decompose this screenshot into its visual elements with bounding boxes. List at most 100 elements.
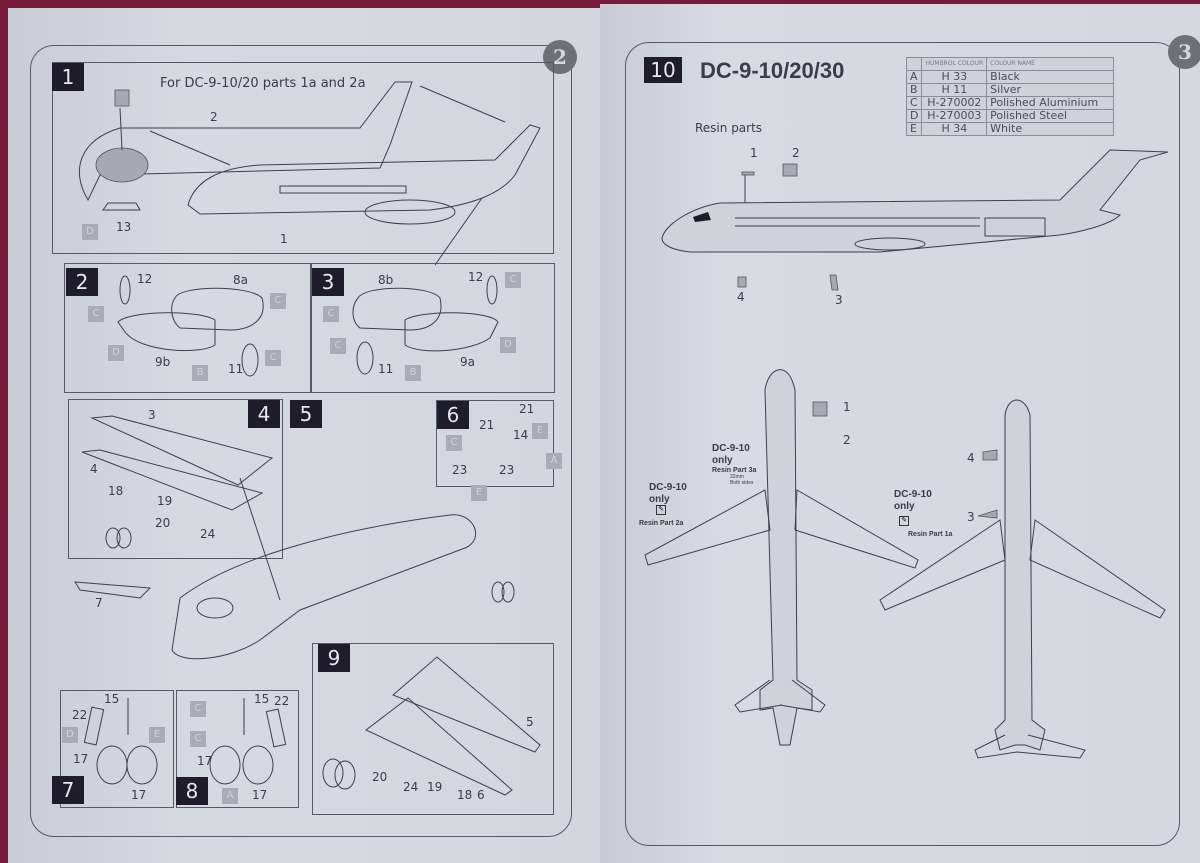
- window-row: [279, 185, 407, 194]
- part-label: 1: [843, 400, 851, 414]
- part-label: 11: [378, 362, 394, 376]
- steps-2-3-diagram: [117, 275, 499, 377]
- part-label: 3: [967, 510, 975, 524]
- page-frame-right: [625, 42, 1180, 846]
- colour-code-badge: D: [108, 345, 124, 361]
- part-label: 17: [131, 788, 147, 802]
- steps-7-8-diagram: [83, 698, 287, 785]
- colour-code-badge: C: [190, 701, 206, 717]
- resin-part-2a-label: Resin Part 2a: [639, 520, 684, 527]
- lock-icon: [114, 89, 130, 107]
- part-label: 15: [104, 692, 120, 706]
- step-2-number: 2: [66, 268, 98, 296]
- part-label: 21: [479, 418, 495, 432]
- part-label: 18: [457, 788, 473, 802]
- part-label: 13: [116, 220, 132, 234]
- part-label: 24: [200, 527, 216, 541]
- resin-part-3a-label: Resin Part 3a: [712, 467, 757, 474]
- step-8-number: 8: [176, 777, 208, 805]
- fuselage-upper-part-2: [79, 81, 413, 202]
- colour-code-badge: D: [82, 224, 98, 240]
- colour-code-badge: D: [500, 337, 516, 353]
- colour-code-badge: C: [446, 435, 462, 451]
- step-7-number: 7: [52, 776, 84, 804]
- part-label: 19: [427, 780, 443, 794]
- side-view-aircraft: [661, 149, 1169, 291]
- measure-label-sides: Both sides: [730, 480, 754, 486]
- step-5-number: 5: [290, 400, 322, 428]
- fuselage-lower-part-1: [187, 124, 541, 215]
- colour-code-badge: C: [323, 306, 339, 322]
- colour-code-badge: B: [192, 365, 208, 381]
- part-label: 3: [148, 408, 156, 422]
- step-8-panel: [176, 690, 299, 808]
- measure-label: 32mm: [730, 474, 744, 480]
- colour-code-badge: C: [330, 338, 346, 354]
- part-label: 14: [513, 428, 529, 442]
- colour-code-badge: E: [471, 485, 487, 501]
- colour-table-header: HUMBROL COLOUR COLOUR NAME: [905, 57, 1115, 71]
- step-3-number: 3: [312, 268, 344, 296]
- colour-code-badge: B: [405, 365, 421, 381]
- part-label: 21: [519, 402, 535, 416]
- colour-code-badge: A: [222, 788, 238, 804]
- part-label: 19: [157, 494, 173, 508]
- part-label: 2: [792, 146, 800, 160]
- part-label: 8a: [233, 273, 248, 287]
- resin-parts-label: Resin parts: [695, 121, 763, 135]
- part-label: 12: [468, 270, 484, 284]
- step-9-diagram: [322, 656, 541, 796]
- note-dc910-bottom: DC-9-10 only: [894, 489, 932, 512]
- part-label: 2: [210, 110, 218, 124]
- part-label: 17: [252, 788, 268, 802]
- step-4-panel: [68, 399, 283, 559]
- step-7-panel: [60, 690, 174, 808]
- part-label: 11: [228, 362, 244, 376]
- colour-code-badge: A: [546, 453, 562, 469]
- part-label: 4: [967, 451, 975, 465]
- step-4-number: 4: [248, 400, 280, 428]
- resin-part-1a-label: Resin Part 1a: [908, 531, 953, 538]
- colour-code-badge: C: [190, 731, 206, 747]
- part-label: 22: [274, 694, 290, 708]
- colour-code-badge: D: [62, 727, 78, 743]
- part-label: 20: [155, 516, 171, 530]
- part-label: 4: [737, 290, 745, 304]
- part-label: 8b: [378, 273, 394, 287]
- part-label: 1: [750, 146, 758, 160]
- steps-4-5-diagram: [74, 415, 515, 660]
- page-frame-left: [30, 45, 572, 837]
- colour-code-badge: C: [270, 293, 286, 309]
- instruction-page-right: [600, 4, 1200, 863]
- part-label: 2: [843, 433, 851, 447]
- part-label: 20: [372, 770, 388, 784]
- step-1-caption: For DC-9-10/20 parts 1a and 2a: [160, 76, 366, 91]
- step-1-diagram: [79, 81, 541, 266]
- note-dc910-wing-left: DC-9-10 only: [649, 482, 687, 505]
- step-9-number: 9: [318, 644, 350, 672]
- part-label: 17: [73, 752, 89, 766]
- part-label: 18: [108, 484, 124, 498]
- instruction-page-left: [8, 8, 600, 863]
- step-1-number: 1: [52, 63, 84, 91]
- part-label: 7: [95, 596, 103, 610]
- part-label: 9a: [460, 355, 475, 369]
- step-10-number: 10: [644, 57, 682, 83]
- pencil-icon: ✎: [899, 516, 909, 526]
- part-label: 5: [526, 715, 534, 729]
- page-number-badge-left: 2: [543, 40, 577, 74]
- note-dc910-wing-right: DC-9-10 only: [712, 443, 750, 466]
- step-1-panel: [52, 62, 554, 254]
- colour-code-badge: E: [532, 423, 548, 439]
- part-label: 4: [90, 462, 98, 476]
- part-label: 22: [72, 708, 88, 722]
- part-label: 12: [137, 272, 153, 286]
- colour-code-badge: C: [505, 272, 521, 288]
- step-6-panel: [436, 400, 554, 487]
- step-2-panel: [64, 263, 312, 393]
- part-label: 6: [477, 788, 485, 802]
- part-label: 15: [254, 692, 270, 706]
